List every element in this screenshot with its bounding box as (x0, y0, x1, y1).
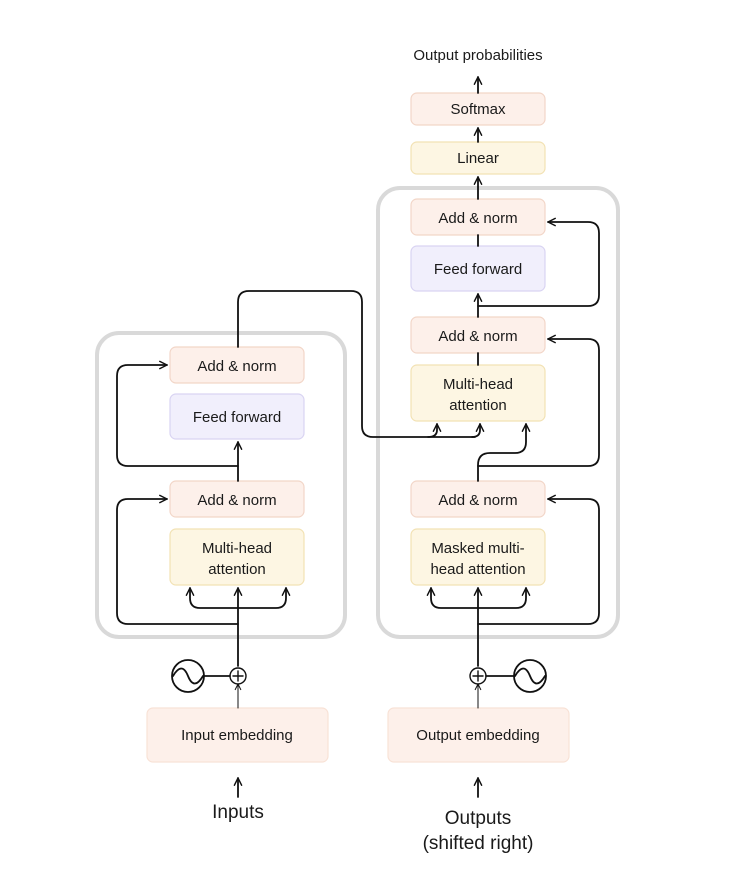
decoder-positional-encoding (469, 659, 547, 693)
encoder-qkv-split (185, 587, 239, 609)
output-embedding-block: Output embedding (387, 707, 570, 763)
plus-sign-icon (232, 670, 244, 682)
encoder-add-norm-top: Add & norm (169, 346, 305, 384)
decoder-cross-attention-label-line2: attention (449, 397, 507, 414)
encoder-container (95, 331, 347, 639)
input-embedding-label: Input embedding (181, 727, 293, 744)
decoder-masked-attention-label-line1: Masked multi- (431, 540, 524, 557)
encoder-positional-encoding (171, 659, 247, 693)
decoder-cross-attention: Multi-head attention (410, 364, 546, 422)
encoder-feed-forward: Feed forward (169, 393, 305, 440)
decoder-add-norm-middle: Add & norm (410, 316, 546, 354)
encoder-residual-2 (116, 360, 239, 467)
decoder-masked-attention-label-line2: head attention (430, 561, 525, 578)
decoder-query-arrow (477, 423, 531, 482)
outputs-label-line2: (shifted right) (423, 833, 534, 854)
encoder-attention-label-line2: attention (208, 561, 266, 578)
decoder-container (376, 186, 620, 639)
linear-block: Linear (410, 141, 546, 175)
input-embedding-block: Input embedding (146, 707, 329, 763)
encoder-add-norm-bottom: Add & norm (169, 480, 305, 518)
encoder-feed-forward-label: Feed forward (193, 409, 281, 426)
plus-circle-icon (229, 667, 247, 685)
decoder-add-norm-middle-label: Add & norm (438, 328, 517, 345)
softmax-block: Softmax (410, 92, 546, 126)
outputs-label-line1: Outputs (445, 808, 512, 829)
decoder-feed-forward-label: Feed forward (434, 261, 522, 278)
decoder-residual-2 (477, 334, 600, 467)
decoder-add-norm-bottom: Add & norm (410, 480, 546, 518)
inputs-label: Inputs (212, 802, 264, 823)
encoder-to-decoder-k (427, 423, 442, 438)
output-embedding-label: Output embedding (416, 727, 539, 744)
sine-wave-icon (172, 667, 204, 685)
softmax-label: Softmax (450, 101, 506, 118)
linear-label: Linear (457, 150, 499, 167)
decoder-add-norm-top-label: Add & norm (438, 210, 517, 227)
decoder-add-norm-top: Add & norm (410, 198, 546, 236)
encoder-attention-label-line1: Multi-head (202, 540, 272, 557)
decoder-qkv-split (426, 587, 479, 609)
encoder-add-norm-top-label: Add & norm (197, 358, 276, 375)
plus-circle-icon (469, 667, 487, 685)
decoder-masked-attention: Masked multi- head attention (410, 528, 546, 586)
encoder-qkv-split-right (237, 587, 291, 609)
plus-sign-icon (472, 670, 484, 682)
encoder-add-norm-bottom-label: Add & norm (197, 492, 276, 509)
encoder-to-decoder (237, 290, 476, 438)
encoder-multi-head-attention: Multi-head attention (169, 528, 305, 586)
sine-wave-icon (514, 667, 546, 685)
decoder-cross-attention-label-line1: Multi-head (443, 376, 513, 393)
decoder-residual-3 (477, 217, 600, 307)
decoder-feed-forward: Feed forward (410, 245, 546, 292)
encoder-to-decoder-v (471, 423, 485, 438)
output-probabilities-label: Output probabilities (413, 47, 542, 64)
decoder-residual-1 (477, 494, 600, 625)
encoder-residual-1 (116, 494, 239, 625)
decoder-add-norm-bottom-label: Add & norm (438, 492, 517, 509)
decoder-qkv-split-right (477, 587, 531, 609)
